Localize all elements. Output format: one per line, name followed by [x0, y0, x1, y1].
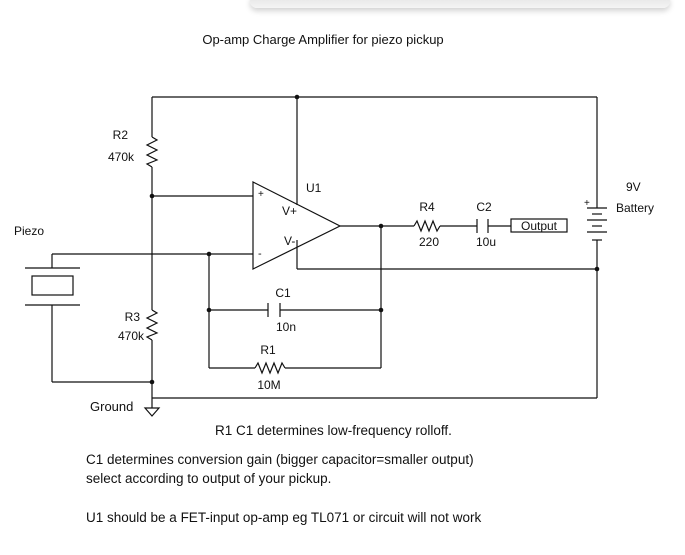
- gain-note-line2: select according to output of your picku…: [86, 471, 332, 486]
- c1-name: C1: [275, 286, 291, 300]
- ground-icon: [143, 407, 161, 417]
- piezo-element: Piezo: [14, 224, 80, 306]
- r3-name: R3: [125, 310, 141, 324]
- junction-dot: [378, 223, 384, 229]
- r3-resistor: R3 470k: [118, 309, 159, 343]
- r4-value: 220: [419, 235, 439, 249]
- output-box: [510, 218, 568, 233]
- junction-dot: [149, 379, 155, 385]
- piezo-label: Piezo: [14, 224, 44, 238]
- opamp-vplus-label: V+: [282, 204, 297, 218]
- opamp-minus-sign: -: [258, 248, 262, 260]
- gain-note-line1: C1 determines conversion gain (bigger ca…: [86, 452, 474, 467]
- r4-resistor: R4 220: [413, 200, 441, 249]
- r2-zigzag: [145, 136, 159, 168]
- c1-capacitor: C1 10n: [267, 286, 296, 334]
- ground-symbol: Ground: [90, 399, 161, 417]
- r3-value: 470k: [118, 329, 145, 343]
- rolloff-note: R1 C1 determines low-frequency rolloff.: [215, 423, 452, 438]
- junction-dot: [149, 193, 155, 199]
- r2-name: R2: [113, 128, 129, 142]
- fet-note: U1 should be a FET-input op-amp eg TL071…: [86, 510, 482, 525]
- junction-dot: [378, 307, 384, 313]
- r1-name: R1: [260, 343, 276, 357]
- battery: + 9V Battery: [584, 180, 654, 241]
- diagram-title: Op-amp Charge Amplifier for piezo pickup: [202, 32, 443, 47]
- piezo-crystal: [31, 275, 74, 296]
- battery-plus-sign: +: [584, 198, 590, 209]
- junction-dot: [206, 307, 212, 313]
- junction-dots: [149, 94, 600, 385]
- r3-zigzag: [145, 309, 159, 341]
- window-shadow-edge: [250, 0, 670, 8]
- r1-zigzag: [254, 361, 286, 375]
- output-terminal: Output: [510, 218, 568, 233]
- opamp-u1: + - V+ V- U1: [252, 181, 342, 270]
- r2-resistor: R2 470k: [108, 128, 159, 168]
- r4-zigzag: [413, 219, 441, 233]
- c2-capacitor: C2 10u: [476, 200, 496, 249]
- r1-resistor: R1 10M: [254, 343, 286, 392]
- battery-label: Battery: [616, 201, 654, 215]
- junction-dot: [206, 251, 212, 257]
- opamp-vminus-label: V-: [284, 234, 295, 248]
- wires: [51, 96, 598, 400]
- output-label: Output: [521, 219, 558, 233]
- c2-name: C2: [476, 200, 492, 214]
- battery-voltage: 9V: [626, 180, 641, 194]
- r4-name: R4: [419, 200, 435, 214]
- opamp-name: U1: [306, 181, 322, 195]
- c1-value: 10n: [276, 320, 296, 334]
- c2-value: 10u: [476, 235, 496, 249]
- junction-dot: [294, 94, 300, 100]
- r1-value: 10M: [257, 378, 280, 392]
- opamp-plus-sign: +: [258, 189, 264, 200]
- opamp-triangle: [252, 181, 342, 270]
- junction-dot: [594, 266, 600, 272]
- ground-label: Ground: [90, 399, 133, 414]
- r2-value: 470k: [108, 150, 135, 164]
